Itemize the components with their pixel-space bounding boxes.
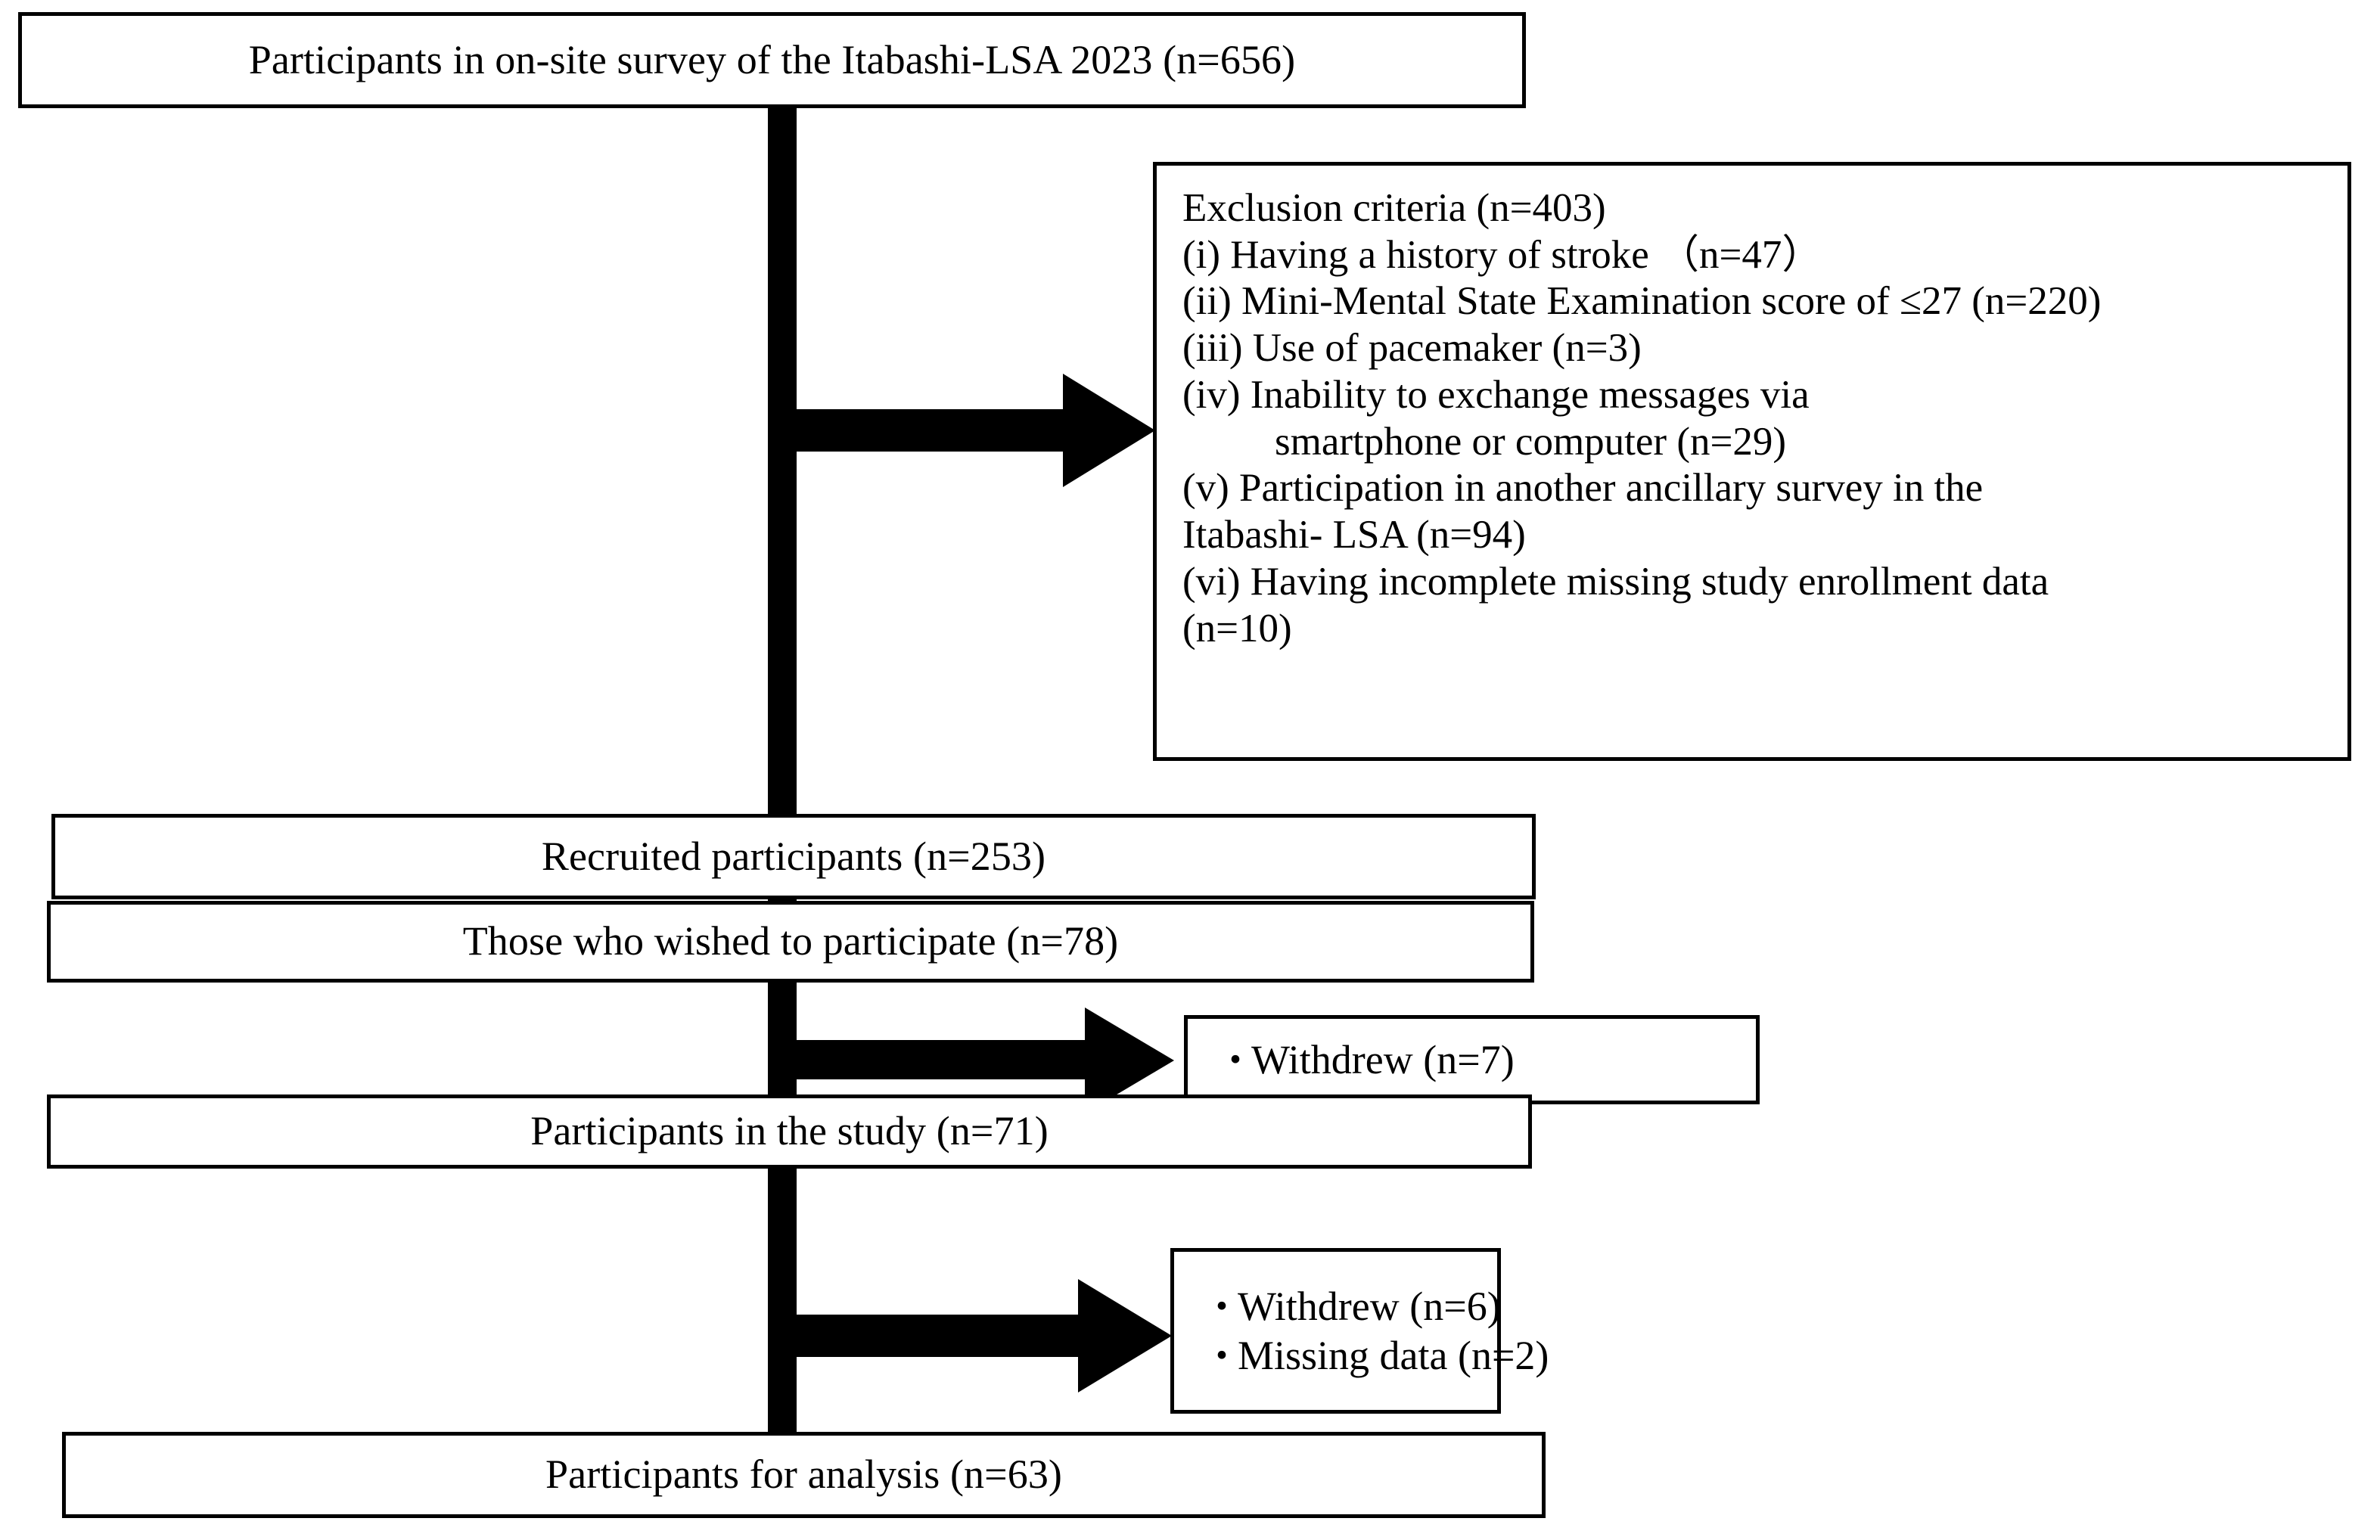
arrow-right-shaft xyxy=(768,1315,1086,1357)
bullet-icon: ・ xyxy=(1203,1334,1241,1377)
dropout-list-item-label: Withdrew (n=7) xyxy=(1251,1036,1515,1082)
exclusion-criteria-heading: Exclusion criteria (n=403) xyxy=(1182,186,1606,230)
exclusion-criteria-item: (v) Participation in another ancillary s… xyxy=(1182,466,1984,511)
dropout-list-item: ・ Withdrew (n=6) xyxy=(1174,1282,1501,1331)
dropout-list-item: ・ Withdrew (n=7) xyxy=(1188,1035,1756,1085)
node-recruited-participants: Recruited participants (n=253) xyxy=(51,814,1536,899)
arrow-right-shaft xyxy=(768,409,1070,452)
dropout-box-after-study: ・ Withdrew (n=6) ・ Missing data (n=2) xyxy=(1170,1248,1549,1414)
node-wished-to-participate-label: Those who wished to participate (n=78) xyxy=(462,918,1119,964)
dropout-list-item: ・ Missing data (n=2) xyxy=(1174,1331,1549,1380)
arrow-right-icon xyxy=(1085,1008,1174,1113)
vertical-connector-icon xyxy=(768,979,797,1100)
exclusion-criteria-item: (iv) Inability to exchange messages via xyxy=(1182,372,1810,417)
exclusion-criteria-item: (ii) Mini-Mental State Examination score… xyxy=(1182,279,2102,324)
node-source-population-label: Participants in on-site survey of the It… xyxy=(248,36,1296,82)
node-participants-in-study: Participants in the study (n=71) xyxy=(47,1094,1532,1169)
exclusion-criteria-item: (i) Having a history of stroke （n=47） xyxy=(1182,232,1822,277)
node-participants-for-analysis: Participants for analysis (n=63) xyxy=(62,1432,1546,1518)
bullet-icon: ・ xyxy=(1216,1039,1254,1082)
exclusion-criteria-item-continuation: smartphone or computer (n=29) xyxy=(1275,419,1787,464)
node-wished-to-participate: Those who wished to participate (n=78) xyxy=(47,901,1534,983)
exclusion-criteria-item-continuation: Itabashi- LSA (n=94) xyxy=(1182,513,1526,557)
exclusion-criteria-panel: Exclusion criteria (n=403) (i) Having a … xyxy=(1153,162,2351,761)
vertical-connector-icon xyxy=(768,105,797,816)
node-participants-for-analysis-label: Participants for analysis (n=63) xyxy=(545,1452,1062,1498)
node-participants-in-study-label: Participants in the study (n=71) xyxy=(530,1108,1049,1154)
exclusion-criteria-item: (vi) Having incomplete missing study enr… xyxy=(1182,559,2049,604)
dropout-list-item-label: Missing data (n=2) xyxy=(1238,1332,1549,1378)
dropout-list-item-label: Withdrew (n=6) xyxy=(1238,1283,1501,1329)
bullet-icon: ・ xyxy=(1203,1285,1241,1328)
vertical-connector-icon xyxy=(768,1165,797,1437)
dropout-box-after-wished: ・ Withdrew (n=7) xyxy=(1184,1015,1760,1104)
exclusion-criteria-item-continuation: (n=10) xyxy=(1182,606,1292,650)
exclusion-criteria-item: (iii) Use of pacemaker (n=3) xyxy=(1182,326,1642,371)
arrow-right-shaft xyxy=(768,1040,1092,1079)
arrow-right-icon xyxy=(1063,374,1155,487)
arrow-right-icon xyxy=(1078,1279,1172,1393)
node-source-population: Participants in on-site survey of the It… xyxy=(18,12,1526,108)
node-recruited-participants-label: Recruited participants (n=253) xyxy=(541,833,1046,879)
